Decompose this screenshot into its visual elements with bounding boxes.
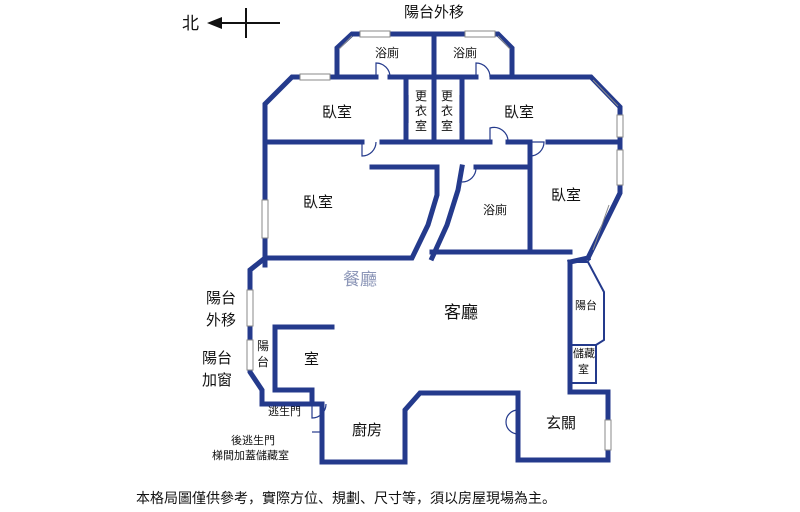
label-closet-right-2: 衣	[441, 103, 453, 118]
label-living: 客廳	[444, 303, 478, 323]
label-bedroom-mid-left: 臥室	[303, 193, 333, 211]
interior-walls	[262, 31, 623, 407]
label-bath-left: 浴廁	[375, 45, 399, 60]
disclaimer-text: 本格局圖僅供參考，實際方位、規劃、尺寸等，須以房屋現場為主。	[136, 490, 556, 507]
label-bedroom-mid-right: 臥室	[551, 186, 581, 204]
label-closet-left-1: 更	[415, 89, 427, 103]
label-rear-escape-line1: 後逃生門	[231, 433, 275, 447]
label-storage-right-2: 室	[578, 362, 589, 376]
label-closet-left-2: 衣	[415, 103, 427, 118]
label-bedroom-top-right: 臥室	[504, 103, 534, 121]
north-arrow-icon	[207, 8, 280, 38]
label-balcony-left1-line2: 外移	[206, 311, 236, 329]
label-kitchen: 廚房	[352, 421, 382, 439]
label-room-small: 室	[304, 350, 319, 368]
label-bedroom-top-left: 臥室	[322, 103, 352, 121]
label-balcony-small-1: 陽	[257, 339, 269, 353]
label-balcony-left2-line2: 加窗	[202, 371, 232, 389]
label-balcony-right: 陽台	[575, 298, 597, 312]
label-closet-right-3: 室	[441, 118, 453, 133]
label-closet-left-3: 室	[415, 118, 427, 133]
label-entrance: 玄關	[546, 414, 576, 432]
compass-label: 北	[182, 14, 199, 34]
label-balcony-top: 陽台外移	[404, 3, 464, 21]
windows	[246, 30, 624, 451]
label-bath-mid: 浴廁	[483, 202, 507, 217]
label-escape-door: 逃生門	[268, 404, 301, 418]
label-dining: 餐廳	[343, 270, 377, 290]
label-closet-right-1: 更	[441, 89, 453, 103]
label-bath-right: 浴廁	[453, 45, 477, 60]
right-balcony-outline	[570, 261, 605, 384]
label-storage-right-1: 儲藏	[573, 347, 595, 360]
doors	[311, 62, 545, 435]
label-balcony-small-2: 台	[257, 354, 269, 369]
label-balcony-left1-line1: 陽台	[206, 289, 236, 307]
label-rear-escape-line2: 梯間加蓋儲藏室	[212, 448, 289, 462]
label-balcony-left2-line1: 陽台	[202, 349, 232, 367]
